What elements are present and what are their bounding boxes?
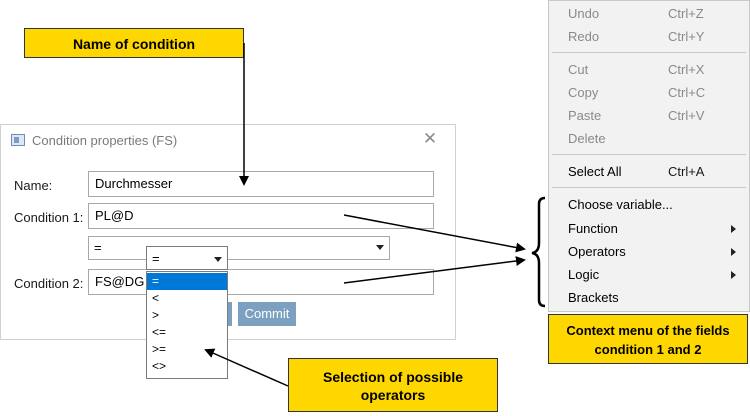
menu-item-function[interactable]: Function bbox=[568, 221, 618, 236]
operator-select-value: = bbox=[152, 251, 160, 266]
shortcut-copy: Ctrl+C bbox=[668, 85, 706, 100]
dialog-title: Condition properties (FS) bbox=[32, 133, 178, 148]
operator-option[interactable]: <= bbox=[152, 325, 167, 339]
callout-text: Selection of possible bbox=[322, 369, 464, 385]
arrow-condition2-menu bbox=[343, 256, 526, 284]
menu-item-choose-variable[interactable]: Choose variable... bbox=[568, 197, 673, 212]
operator-option[interactable]: <> bbox=[152, 359, 167, 373]
chevron-down-icon[interactable] bbox=[372, 238, 388, 258]
callout-operator-selection: Selection of possible operators bbox=[288, 358, 498, 412]
menu-separator bbox=[552, 52, 746, 53]
callout-text: Context menu of the fields bbox=[566, 323, 730, 338]
operator-combo-value: = bbox=[94, 240, 102, 255]
menu-item-undo[interactable]: Undo bbox=[568, 6, 600, 21]
chevron-right-icon bbox=[731, 248, 737, 256]
operator-combo[interactable] bbox=[88, 236, 390, 260]
operator-option[interactable]: = bbox=[147, 273, 227, 290]
menu-item-redo[interactable]: Redo bbox=[568, 29, 600, 44]
shortcut-select-all: Ctrl+A bbox=[668, 164, 705, 179]
operator-option[interactable]: < bbox=[152, 291, 160, 305]
chevron-right-icon bbox=[731, 225, 737, 233]
callout-name-of-condition: Name of condition bbox=[24, 28, 244, 58]
menu-item-operators[interactable]: Operators bbox=[568, 244, 626, 259]
arrow-condition1-menu bbox=[343, 214, 526, 253]
condition2-label: Condition 2: bbox=[14, 276, 84, 291]
menu-separator bbox=[552, 154, 746, 155]
shortcut-cut: Ctrl+X bbox=[668, 62, 705, 77]
menu-separator bbox=[552, 187, 746, 188]
callout-context-menu: Context menu of the fields condition 1 a… bbox=[548, 314, 748, 364]
callout-text: condition 1 and 2 bbox=[594, 342, 702, 357]
callout-text: operators bbox=[360, 387, 426, 403]
operator-option[interactable]: >= bbox=[152, 342, 167, 356]
name-label: Name: bbox=[14, 178, 53, 193]
menu-item-select-all[interactable]: Select All bbox=[568, 164, 622, 179]
menu-item-logic[interactable]: Logic bbox=[568, 267, 600, 282]
condition1-label: Condition 1: bbox=[14, 210, 84, 225]
commit-button[interactable]: Commit bbox=[238, 302, 296, 326]
name-field[interactable]: Durchmesser bbox=[88, 171, 434, 197]
close-icon[interactable]: ✕ bbox=[422, 129, 438, 148]
chevron-right-icon bbox=[731, 271, 737, 279]
menu-item-delete[interactable]: Delete bbox=[568, 131, 606, 146]
menu-item-paste[interactable]: Paste bbox=[568, 108, 602, 123]
shortcut-undo: Ctrl+Z bbox=[668, 6, 704, 21]
chevron-down-icon[interactable] bbox=[210, 250, 226, 268]
menu-item-copy[interactable]: Copy bbox=[568, 85, 599, 100]
callout-text: Name of condition bbox=[72, 36, 196, 52]
condition1-field[interactable]: PL@D bbox=[88, 203, 434, 229]
operator-option[interactable]: > bbox=[152, 308, 160, 322]
menu-item-cut[interactable]: Cut bbox=[568, 62, 589, 77]
arrow-operator-selection bbox=[204, 348, 289, 387]
brace-icon bbox=[531, 196, 546, 308]
window-icon bbox=[11, 134, 25, 146]
menu-item-brackets[interactable]: Brackets bbox=[568, 290, 619, 305]
condition2-field[interactable]: FS@DG bbox=[88, 269, 434, 295]
shortcut-paste: Ctrl+V bbox=[668, 108, 705, 123]
shortcut-redo: Ctrl+Y bbox=[668, 29, 705, 44]
